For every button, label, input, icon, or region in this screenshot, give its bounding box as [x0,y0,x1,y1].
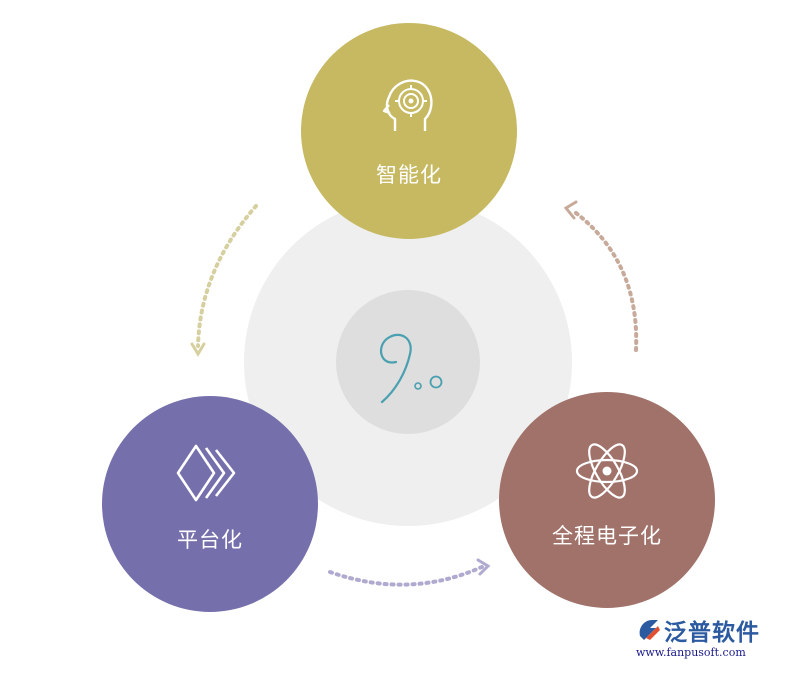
layers-diamond-icon [176,444,236,502]
node-label-electronic: 全程电子化 [552,524,662,548]
brand-url[interactable]: www.fanpusoft.com [636,646,746,659]
brand-watermark: 泛普软件 www.fanpusoft.com [636,612,792,662]
node-electronic: 全程电子化 [499,392,715,608]
arrow-electronic-to-smart [570,208,639,352]
node-label-platform: 平台化 [177,528,243,552]
node-platform: 平台化 [102,396,318,612]
brand-name: 泛普软件 [664,620,760,646]
head-brain-icon [382,79,433,131]
node-label-smart: 智能化 [376,163,442,187]
arrow-platform-to-electronic [328,564,486,587]
version-9-glyph [379,333,443,404]
fanpu-logo-icon [639,620,660,640]
node-smart: 智能化 [301,23,517,239]
atom-icon [575,443,639,499]
